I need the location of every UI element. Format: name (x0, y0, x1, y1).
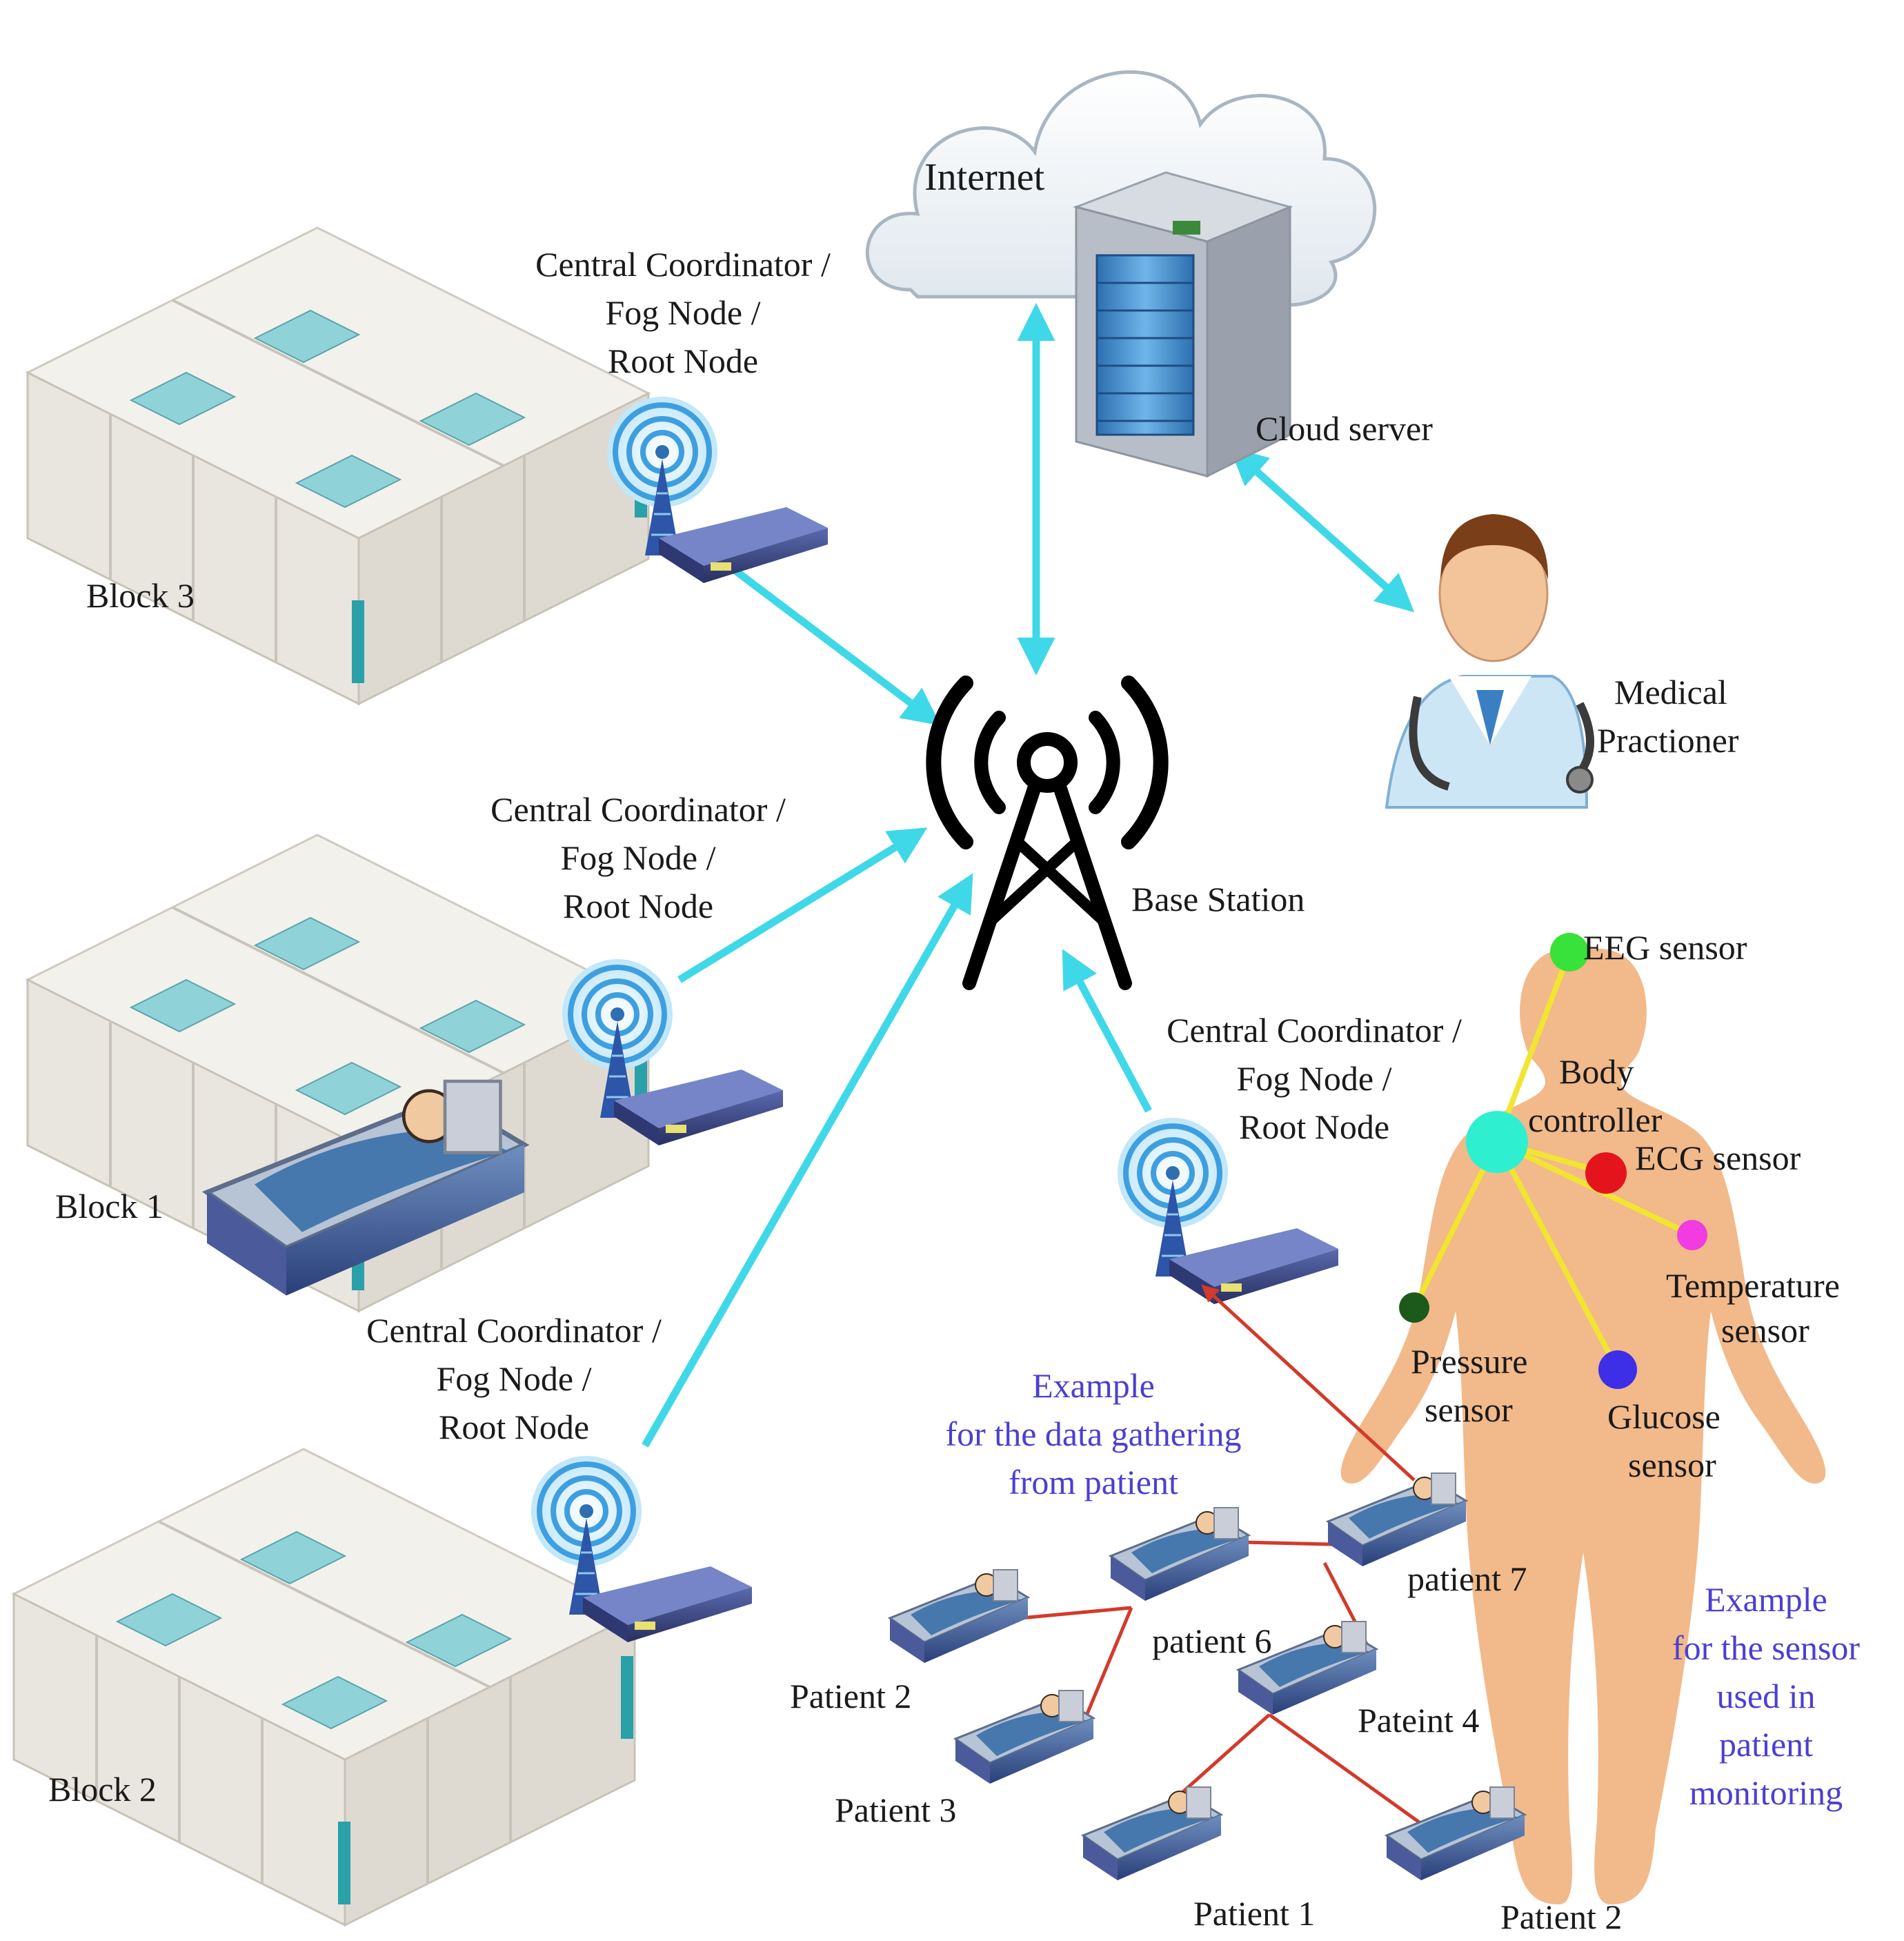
patient-6-label: patient 6 (1152, 1622, 1272, 1660)
link-block3-to-base-station (722, 559, 941, 726)
patient-3-bed (954, 1689, 1095, 1785)
svg-text:Fog Node /: Fog Node / (437, 1359, 592, 1398)
doctor-label-line1: Medical (1614, 673, 1727, 711)
svg-text:for the data gathering: for the data gathering (946, 1415, 1242, 1453)
svg-text:Root Node: Root Node (608, 342, 758, 380)
svg-text:monitoring: monitoring (1689, 1773, 1843, 1812)
patient-2-label-a: Patient 2 (790, 1677, 911, 1715)
svg-text:Root Node: Root Node (439, 1408, 589, 1446)
temperature-sensor-label-line1: Temperature (1666, 1266, 1840, 1305)
temperature-sensor-dot (1677, 1220, 1707, 1250)
coordinator-label-patients: Central Coordinator / Fog Node / Root No… (1167, 1011, 1462, 1146)
svg-text:Fog Node /: Fog Node / (606, 293, 761, 332)
svg-text:patient: patient (1719, 1725, 1813, 1764)
glucose-sensor-dot (1598, 1350, 1637, 1389)
glucose-sensor-label-line1: Glucose (1607, 1397, 1720, 1436)
eeg-sensor-dot (1550, 933, 1589, 972)
link-block1-to-base-station (677, 827, 928, 983)
coordinator-label-block1: Central Coordinator / Fog Node / Root No… (490, 790, 786, 925)
base-station-tower-icon (926, 676, 1169, 990)
ecg-sensor-dot (1585, 1152, 1627, 1194)
network-links (642, 303, 1415, 1448)
svg-text:Root Node: Root Node (1239, 1107, 1389, 1146)
link-patient-fog-to-base-station (1062, 949, 1152, 1113)
coordinator-label-block3: Central Coordinator / Fog Node / Root No… (535, 245, 831, 380)
svg-text:Example: Example (1032, 1366, 1155, 1405)
link-block2-to-base-station (642, 873, 973, 1448)
body-controller-label-line2: controller (1528, 1101, 1663, 1139)
svg-text:Central Coordinator /: Central Coordinator / (535, 245, 831, 284)
pressure-sensor-dot (1399, 1292, 1429, 1323)
ecg-sensor-label: ECG sensor (1635, 1139, 1801, 1177)
hospital-block-3 (26, 226, 650, 705)
patient-3-label: Patient 3 (835, 1791, 956, 1829)
body-controller-label-line1: Body (1559, 1052, 1634, 1091)
svg-text:Example: Example (1705, 1580, 1827, 1619)
cloud-server-label: Cloud server (1256, 409, 1433, 448)
glucose-sensor-label-line2: sensor (1628, 1446, 1716, 1484)
pressure-sensor-label-line1: Pressure (1411, 1342, 1527, 1381)
svg-text:Fog Node /: Fog Node / (561, 838, 716, 877)
medical-practitioner-icon (1385, 514, 1594, 809)
example-data-gathering-caption: Example for the data gathering from pati… (946, 1366, 1242, 1501)
patient-7-bed (1327, 1472, 1467, 1568)
internet-label: Internet (924, 156, 1045, 199)
doctor-label-line2: Practioner (1597, 721, 1739, 760)
patient-2-label-b: Patient 2 (1500, 1898, 1622, 1936)
cloud-server-icon (1073, 171, 1293, 478)
svg-text:Fog Node /: Fog Node / (1237, 1059, 1392, 1098)
patient-7-label: patient 7 (1407, 1559, 1527, 1598)
patient-2-bed-a (889, 1568, 1029, 1664)
body-controller-dot (1466, 1111, 1528, 1173)
patient-4-label: Pateint 4 (1358, 1701, 1479, 1740)
block-3-label: Block 3 (86, 576, 195, 615)
coordinator-label-block2: Central Coordinator / Fog Node / Root No… (366, 1311, 662, 1446)
block-1-label: Block 1 (55, 1187, 163, 1225)
svg-text:Central Coordinator /: Central Coordinator / (1167, 1011, 1462, 1050)
svg-text:for the sensor: for the sensor (1672, 1628, 1860, 1667)
svg-text:Central Coordinator /: Central Coordinator / (366, 1311, 662, 1350)
eeg-sensor-label: EEG sensor (1583, 928, 1747, 967)
svg-text:used in: used in (1716, 1677, 1815, 1715)
pressure-sensor-label-line2: sensor (1425, 1390, 1513, 1429)
human-body-silhouette (1340, 949, 1826, 1904)
patient-6-bed (1109, 1506, 1250, 1602)
block-2-label: Block 2 (48, 1770, 157, 1809)
patient-1-label: Patient 1 (1193, 1894, 1315, 1933)
link-server-doctor (1229, 446, 1415, 613)
svg-text:from patient: from patient (1009, 1463, 1178, 1501)
base-station-label: Base Station (1131, 880, 1305, 918)
patient-2-bed-b (1385, 1786, 1526, 1882)
svg-text:Root Node: Root Node (563, 887, 713, 925)
svg-text:Central Coordinator /: Central Coordinator / (490, 790, 786, 829)
patient-1-bed (1082, 1786, 1222, 1882)
temperature-sensor-label-line2: sensor (1721, 1311, 1809, 1350)
example-sensor-caption: Example for the sensor used in patient m… (1672, 1580, 1860, 1812)
